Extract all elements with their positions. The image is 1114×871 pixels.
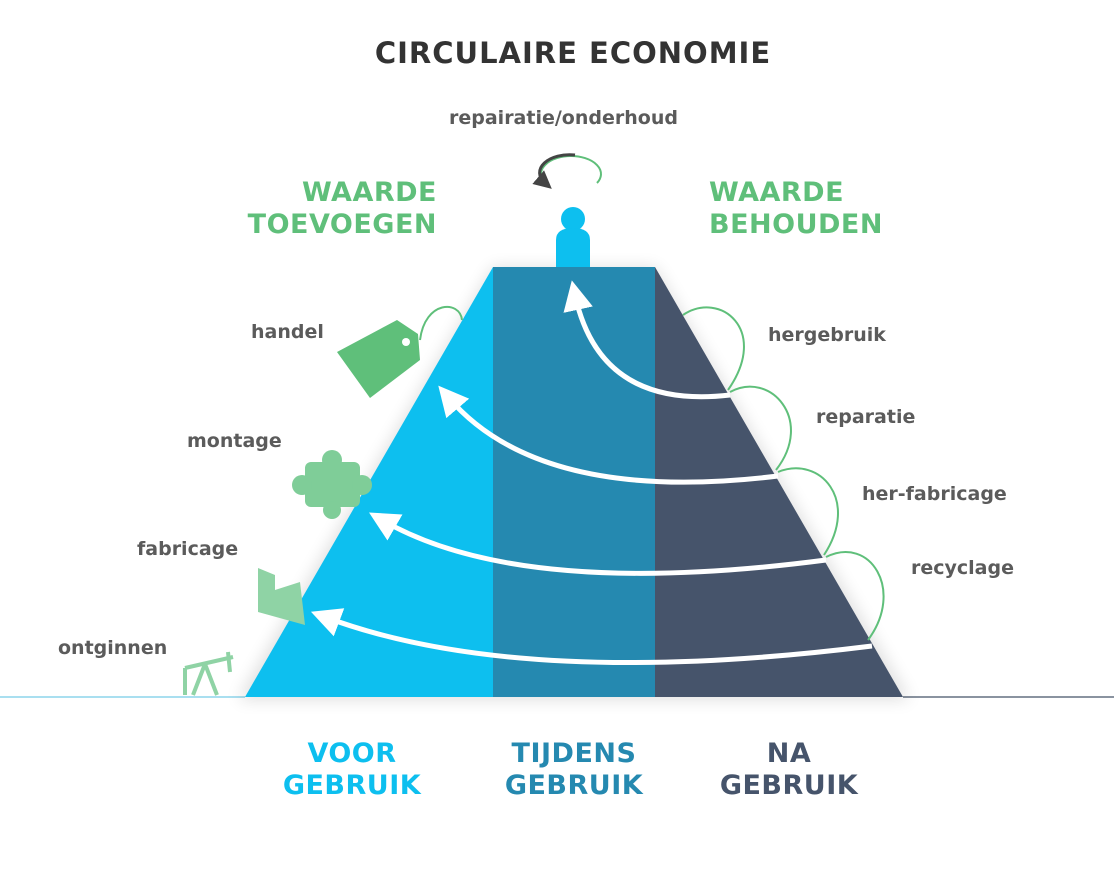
header-waarde-toevoegen: WAARDE TOEVOEGEN [245, 177, 437, 241]
diagram-title: CIRCULAIRE ECONOMIE [374, 36, 772, 70]
column-label-voor-gebruik: VOOR GEBRUIK [262, 738, 442, 802]
label-handel: handel [251, 321, 324, 343]
header-line: BEHOUDEN [709, 209, 883, 240]
header-line: WAARDE [709, 177, 845, 208]
arrow-reparatie [438, 385, 779, 485]
column-label-line: NA [766, 738, 812, 769]
header-line: TOEVOEGEN [247, 209, 437, 240]
header-line: WAARDE [301, 177, 437, 208]
column-label-na-gebruik: NA GEBRUIK [699, 738, 879, 802]
label-ontginnen: ontginnen [58, 637, 168, 659]
label-fabricage: fabricage [137, 538, 239, 560]
column-label-line: VOOR [307, 738, 397, 769]
green-loops [419, 305, 885, 641]
label-hergebruik: hergebruik [768, 324, 886, 346]
label-reparatie: reparatie [816, 406, 916, 428]
column-label-line: GEBRUIK [719, 770, 859, 801]
column-label-line: GEBRUIK [504, 770, 644, 801]
person-icon [556, 207, 590, 267]
label-her-fabricage: her-fabricage [862, 483, 1007, 505]
header-waarde-behouden: WAARDE BEHOUDEN [709, 177, 883, 241]
label-repairatie-onderhoud: repairatie/onderhoud [449, 107, 678, 129]
column-label-line: GEBRUIK [282, 770, 422, 801]
column-label-tijdens-gebruik: TIJDENS GEBRUIK [484, 738, 664, 802]
arrow-recyclage [310, 608, 873, 666]
column-na-gebruik [655, 267, 903, 697]
column-label-line: TIJDENS [511, 738, 637, 769]
tag-icon [337, 320, 420, 398]
label-montage: montage [187, 430, 282, 452]
puzzle-icon [292, 450, 372, 519]
factory-icon [258, 568, 305, 625]
arrow-hergebruik [563, 280, 731, 400]
column-tijdens-gebruik [493, 267, 655, 697]
oil-pump-icon [183, 651, 234, 696]
label-recyclage: recyclage [911, 557, 1014, 579]
arrow-her-fabricage [369, 512, 827, 576]
